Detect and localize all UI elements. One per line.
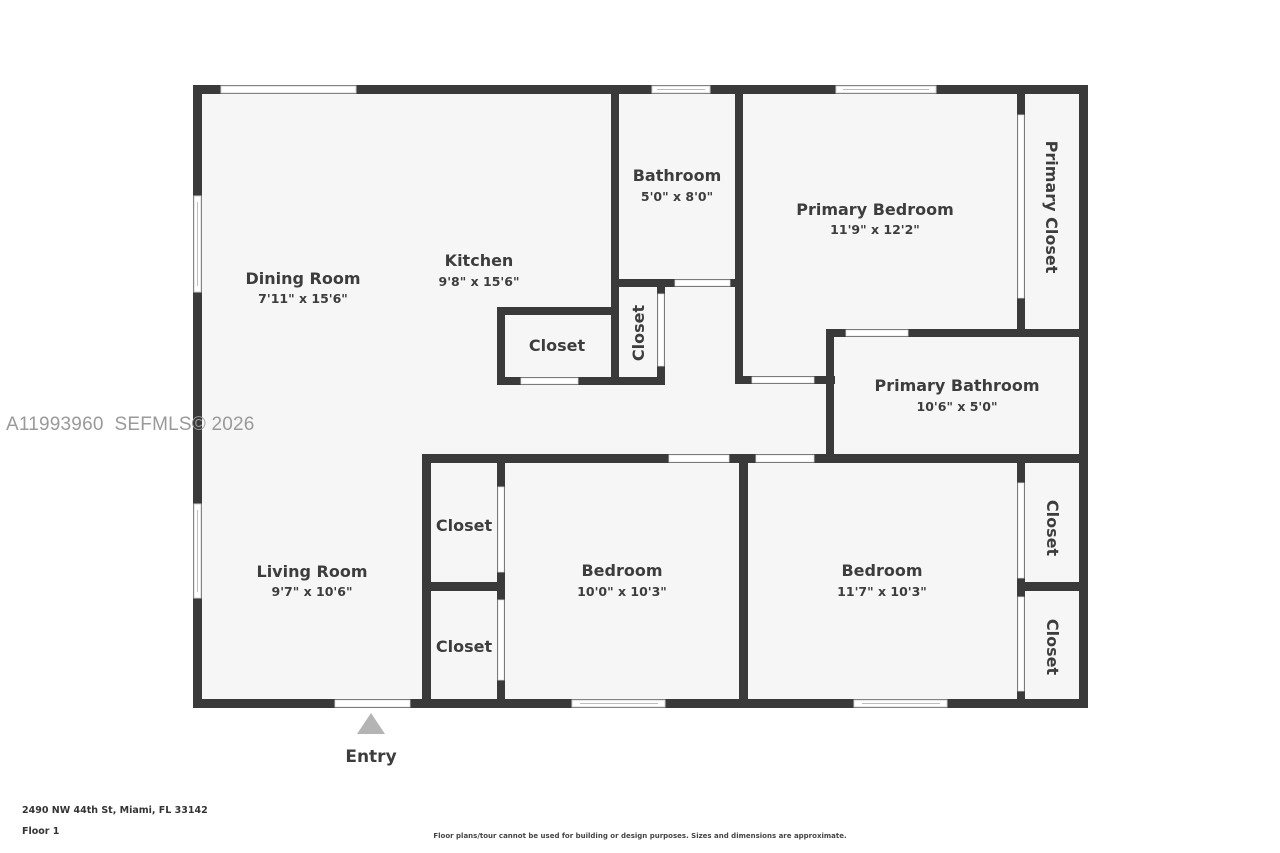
room-bathroom: Bathroom 5'0" x 8'0" <box>633 166 722 204</box>
svg-text:10'6" x 5'0": 10'6" x 5'0" <box>917 399 998 414</box>
svg-text:Bedroom: Bedroom <box>581 561 662 580</box>
disclaimer-text: Floor plans/tour cannot be used for buil… <box>433 832 847 840</box>
room-dining-room: Dining Room 7'11" x 15'6" <box>245 269 360 306</box>
room-kitchen-closet: Closet <box>529 336 586 355</box>
svg-text:Closet: Closet <box>1043 619 1062 676</box>
svg-text:Closet: Closet <box>529 336 586 355</box>
floor-area <box>197 89 1085 703</box>
svg-text:Living Room: Living Room <box>257 562 368 581</box>
room-kitchen: Kitchen 9'8" x 15'6" <box>439 251 520 289</box>
entry-label: Entry <box>345 747 396 767</box>
entry-arrow-icon <box>357 713 385 734</box>
room-closet-lower-left: Closet <box>436 637 493 656</box>
property-address: 2490 NW 44th St, Miami, FL 33142 <box>22 805 208 816</box>
svg-text:Primary Bedroom: Primary Bedroom <box>796 200 954 219</box>
floor-label: Floor 1 <box>22 826 60 837</box>
svg-text:Primary Bathroom: Primary Bathroom <box>874 376 1039 395</box>
room-primary-closet: Primary Closet <box>1042 141 1061 274</box>
svg-text:7'11" x 15'6": 7'11" x 15'6" <box>258 291 348 306</box>
room-closet-upper-left: Closet <box>436 516 493 535</box>
svg-text:9'7" x 10'6": 9'7" x 10'6" <box>272 584 353 599</box>
mls-watermark: A11993960 SEFMLS© 2026 <box>6 414 255 435</box>
svg-text:Closet: Closet <box>436 637 493 656</box>
svg-text:Kitchen: Kitchen <box>445 251 514 270</box>
svg-text:Closet: Closet <box>629 305 648 362</box>
svg-text:9'8" x 15'6": 9'8" x 15'6" <box>439 274 520 289</box>
room-bedroom-2: Bedroom 11'7" x 10'3" <box>837 561 927 599</box>
svg-text:10'0" x 10'3": 10'0" x 10'3" <box>577 584 667 599</box>
room-primary-bathroom: Primary Bathroom 10'6" x 5'0" <box>874 376 1039 414</box>
svg-text:Bedroom: Bedroom <box>841 561 922 580</box>
room-closet-upper-right: Closet <box>1043 500 1062 557</box>
svg-text:Bathroom: Bathroom <box>633 166 722 185</box>
svg-text:Closet: Closet <box>436 516 493 535</box>
doors-windows <box>193 85 1025 708</box>
svg-text:Closet: Closet <box>1043 500 1062 557</box>
room-living-room: Living Room 9'7" x 10'6" <box>257 562 368 599</box>
room-closet-lower-right: Closet <box>1043 619 1062 676</box>
svg-text:11'9" x 12'2": 11'9" x 12'2" <box>830 222 920 237</box>
room-bedroom-1: Bedroom 10'0" x 10'3" <box>577 561 667 599</box>
room-hall-closet: Closet <box>629 305 648 362</box>
svg-text:11'7" x 10'3": 11'7" x 10'3" <box>837 584 927 599</box>
svg-text:Primary Closet: Primary Closet <box>1042 141 1061 274</box>
room-primary-bedroom: Primary Bedroom 11'9" x 12'2" <box>796 200 954 237</box>
svg-text:5'0" x 8'0": 5'0" x 8'0" <box>641 189 713 204</box>
svg-text:Dining Room: Dining Room <box>245 269 360 288</box>
